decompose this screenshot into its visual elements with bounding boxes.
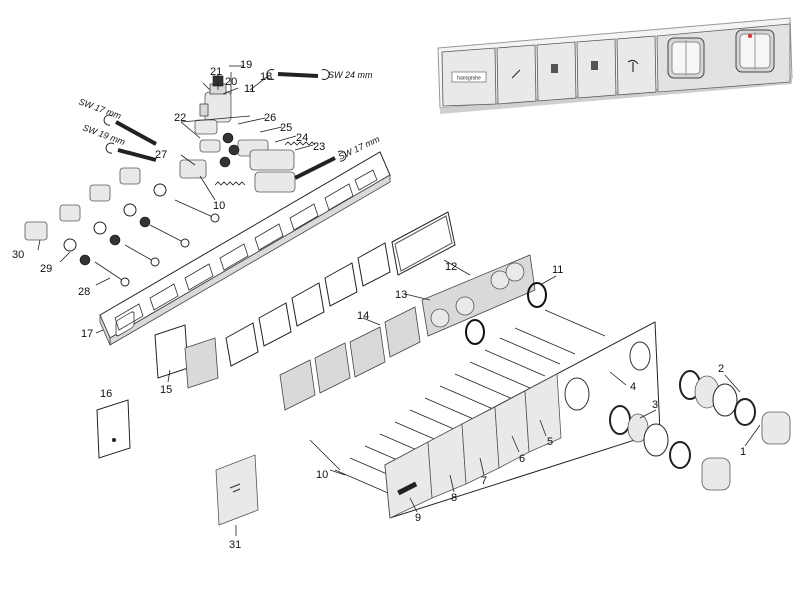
- callout-23: 23: [313, 141, 325, 153]
- callout-31: 31: [229, 539, 241, 551]
- callout-9: 9: [415, 512, 421, 524]
- callout-26: 26: [264, 112, 276, 124]
- rough-in-frame: [99, 151, 391, 346]
- callout-13: 13: [395, 289, 407, 301]
- callout-25: 25: [280, 122, 292, 134]
- valve-bodies-left: [24, 167, 167, 266]
- thermostat-handle-parts: [609, 370, 791, 491]
- single-trim-31: [215, 454, 259, 526]
- callout-18: 18: [260, 71, 272, 83]
- front-trim-plate: [384, 321, 661, 519]
- callout-29: 29: [40, 263, 52, 275]
- product-photo: hansgrohe: [437, 17, 793, 114]
- connection-screws: [94, 199, 220, 287]
- installation-block: [421, 254, 536, 337]
- wrench-sw24-label: SW 24 mm: [328, 70, 373, 80]
- thermostat-knob-right: [735, 29, 775, 73]
- callout-22: 22: [174, 112, 186, 124]
- brand-logo: [451, 71, 487, 83]
- callout-10-bottom: 10: [316, 469, 328, 481]
- callout-2: 2: [718, 363, 724, 375]
- mounting-plates: [279, 306, 421, 411]
- callout-21: 21: [210, 66, 222, 78]
- callout-4: 4: [630, 381, 636, 393]
- callout-28: 28: [78, 286, 90, 298]
- callout-30: 30: [12, 249, 24, 261]
- callout-17: 17: [81, 328, 93, 340]
- brand-logo-text: hansgrohe: [457, 76, 481, 82]
- wrench-sw17-right: [294, 150, 347, 180]
- callout-24: 24: [296, 132, 308, 144]
- leader-lines: [37, 65, 761, 536]
- callout-11-top: 11: [244, 83, 255, 95]
- callout-10-top: 10: [213, 200, 225, 212]
- cover-plate-16: [96, 399, 131, 459]
- callout-5: 5: [547, 436, 553, 448]
- wrench-sw24: [266, 69, 330, 80]
- callout-11-right: 11: [552, 264, 563, 276]
- callout-27: 27: [155, 149, 167, 161]
- callout-8: 8: [451, 492, 457, 504]
- callout-16: 16: [100, 388, 112, 400]
- wrench-sw17-left: [103, 114, 157, 146]
- callout-3: 3: [652, 399, 658, 411]
- callout-14: 14: [357, 310, 369, 322]
- shutoff-units: [179, 119, 296, 193]
- callout-20: 20: [225, 76, 237, 88]
- callout-1: 1: [740, 446, 746, 458]
- callout-numbers: 1 2 3 4 5 6 7 8 9 10 10 11 11 12 13 14 1…: [12, 59, 746, 551]
- thermostat-knob-left: [667, 37, 705, 79]
- springs: [214, 141, 316, 186]
- wrench-sw17-left-label: SW 17 mm: [77, 96, 123, 121]
- callout-12: 12: [445, 261, 457, 273]
- o-rings: [465, 282, 547, 345]
- wrench-sw19-left: [105, 142, 157, 162]
- callout-7: 7: [481, 475, 487, 487]
- callout-15: 15: [160, 384, 172, 396]
- callout-6: 6: [519, 453, 525, 465]
- callout-19: 19: [240, 59, 252, 71]
- cover-plates: [154, 211, 456, 389]
